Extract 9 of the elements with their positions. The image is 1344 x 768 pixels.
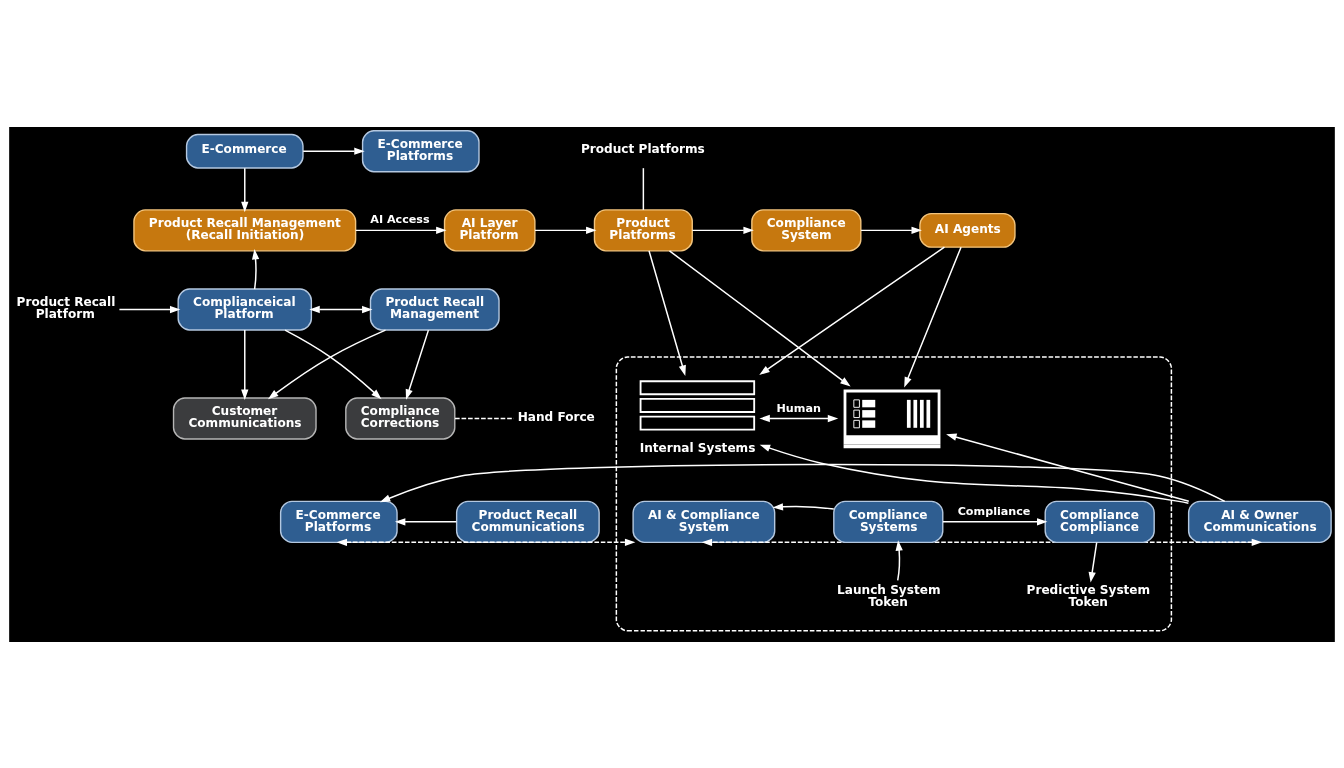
node-text: Launch System Token [837, 582, 941, 609]
node-label: Internal Systems [639, 440, 756, 455]
node-text: Product Platforms [580, 141, 705, 156]
node-text: Hand Force [517, 409, 595, 424]
edge-label: Human [776, 401, 821, 415]
node-text: Product Recall Platform [16, 294, 116, 321]
edge-label: AI Access [370, 212, 430, 226]
edge-label: Compliance [957, 504, 1031, 518]
node-text: Predictive System Token [1026, 582, 1151, 609]
